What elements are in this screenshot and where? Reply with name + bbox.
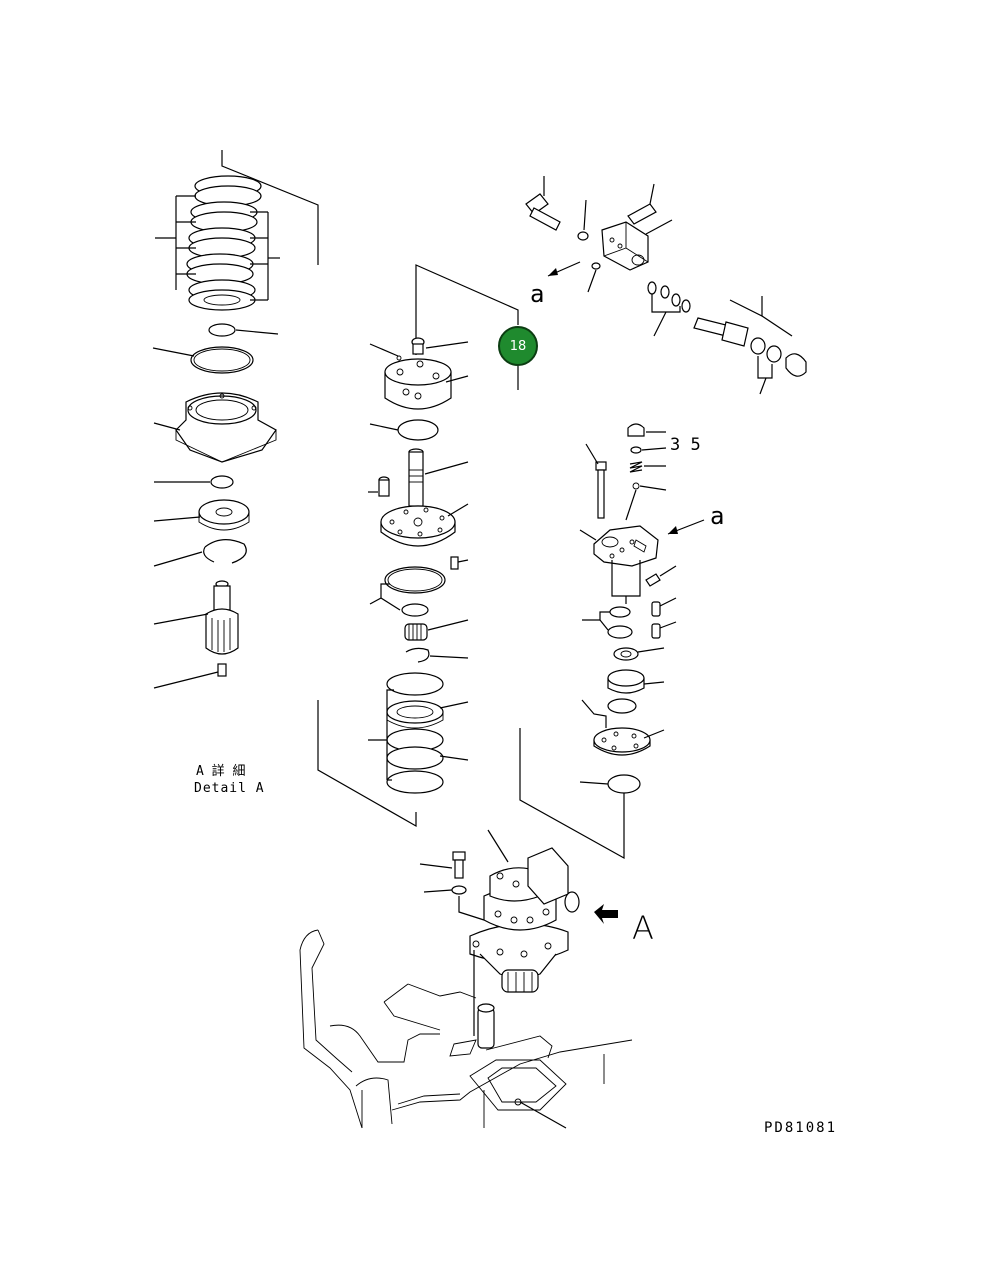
detail-a-group	[152, 150, 319, 689]
valve-body	[601, 221, 649, 271]
motor-body	[469, 847, 580, 993]
part-callout-18[interactable]: 18	[498, 326, 538, 366]
relief-cartridge	[693, 317, 749, 347]
detail-title-en: Detail A	[194, 781, 265, 796]
revolving-frame	[299, 929, 633, 1129]
relief-valve-group	[525, 176, 807, 395]
detail-title-jp: A 詳 細	[196, 764, 246, 779]
valve-block	[384, 358, 452, 410]
arrow-label-a-right: a	[710, 502, 725, 530]
view-label-a: A	[632, 909, 654, 947]
housing	[175, 392, 277, 463]
brake-valve-group	[519, 423, 705, 860]
drawing-number: PD81081	[764, 1120, 838, 1136]
brake-valve-body	[593, 525, 659, 567]
spline-shaft	[408, 448, 424, 507]
flange-plate	[380, 505, 456, 547]
pinion-shaft	[205, 580, 239, 655]
gear-stack	[186, 175, 262, 311]
arrow-label-a-top: a	[530, 280, 545, 308]
part-number-35: 3 5	[670, 435, 701, 455]
callout-number: 18	[509, 338, 527, 354]
motor-column	[317, 264, 519, 828]
swing-motor-assembly	[299, 829, 633, 1129]
seal-stack	[386, 672, 444, 794]
